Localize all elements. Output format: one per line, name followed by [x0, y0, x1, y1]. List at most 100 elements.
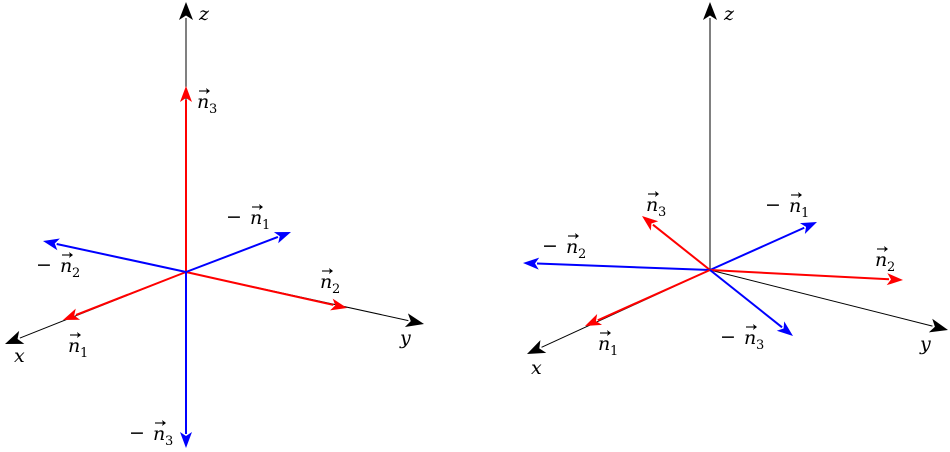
- svg-text:2: 2: [887, 260, 895, 275]
- svg-text:z: z: [723, 3, 735, 25]
- axis-label-x: x: [14, 345, 25, 367]
- n2-vector: [185, 271, 347, 311]
- svg-text:3: 3: [658, 205, 666, 220]
- vector-arrow-icon: [77, 332, 81, 338]
- minus-sign: −: [129, 422, 145, 444]
- neg-n3-vector-arrowhead-icon: [180, 432, 192, 448]
- axis-label-z: z: [723, 3, 735, 25]
- svg-text:n: n: [744, 327, 756, 349]
- vector-arrow-icon: [575, 233, 579, 239]
- axis-label-y: y: [399, 327, 411, 349]
- n3-vector-arrowhead-icon: [642, 216, 659, 231]
- axis-x-arrowhead-icon: [5, 330, 25, 344]
- svg-text:1: 1: [801, 206, 809, 221]
- neg-n3-vector: [709, 269, 793, 336]
- axis-label-y: y: [919, 333, 931, 355]
- minus-sign: −: [226, 206, 242, 228]
- neg-n1-vector: [709, 222, 817, 271]
- axis-y-arrowhead-icon: [404, 313, 424, 327]
- vector-arrow-icon: [162, 420, 166, 426]
- neg-n2-vector-arrowhead-icon: [43, 238, 60, 251]
- svg-text:2: 2: [72, 266, 80, 281]
- n2-vector-arrowhead-icon: [330, 298, 347, 311]
- svg-text:n: n: [153, 423, 165, 445]
- neg-n1-vector-arrowhead-icon: [799, 222, 817, 235]
- axis-z-arrowhead-icon: [703, 2, 717, 20]
- svg-text:1: 1: [610, 344, 618, 359]
- vector-arrow-icon: [753, 324, 757, 330]
- minus-sign: −: [720, 326, 736, 348]
- axis-y-arrowhead-icon: [928, 318, 948, 333]
- n3-vector-arrowhead-icon: [180, 86, 192, 102]
- axis-y: [709, 269, 948, 333]
- neg-n2-vector: [43, 238, 187, 273]
- svg-text:2: 2: [578, 247, 586, 262]
- n3-vector: [642, 216, 711, 271]
- axis-z-arrowhead-icon: [179, 2, 193, 20]
- axis-z: [703, 2, 717, 270]
- n1-vector-arrowhead-icon: [585, 313, 603, 326]
- svg-text:y: y: [919, 333, 931, 355]
- neg-n3-vector: [180, 272, 192, 448]
- n3-vector: [180, 86, 192, 272]
- vector-arrow-icon: [259, 204, 263, 210]
- n2-vector-arrowhead-icon: [886, 273, 903, 286]
- svg-text:n: n: [789, 195, 801, 217]
- minus-sign: −: [36, 254, 52, 276]
- neg-n2-vector: [523, 257, 711, 271]
- svg-text:n: n: [197, 91, 209, 113]
- svg-text:3: 3: [209, 102, 217, 117]
- svg-text:2: 2: [332, 282, 340, 297]
- vector-arrow-icon: [607, 330, 611, 336]
- minus-sign: −: [765, 194, 781, 216]
- neg-n1-vector: [185, 232, 291, 273]
- svg-text:1: 1: [262, 218, 270, 233]
- neg-n3-vector-arrowhead-icon: [776, 321, 793, 336]
- vector-arrow-icon: [69, 252, 73, 258]
- axis-label-z: z: [198, 3, 210, 25]
- svg-text:y: y: [399, 327, 411, 349]
- vector-arrow-icon: [206, 88, 210, 94]
- svg-text:z: z: [198, 3, 210, 25]
- n1-vector: [585, 269, 711, 326]
- n1-vector-arrowhead-icon: [63, 308, 81, 320]
- axis-x-arrowhead-icon: [527, 340, 547, 354]
- svg-text:n: n: [598, 333, 610, 355]
- neg-n2-vector-arrowhead-icon: [523, 257, 540, 270]
- svg-text:x: x: [14, 345, 25, 367]
- svg-text:n: n: [875, 249, 887, 271]
- n2-vector: [709, 269, 903, 286]
- svg-text:n: n: [566, 236, 578, 258]
- svg-text:3: 3: [756, 338, 764, 353]
- neg-n1-vector-arrowhead-icon: [273, 232, 291, 244]
- vector-arrow-icon: [655, 191, 659, 197]
- vector-arrow-icon: [884, 246, 888, 252]
- vector-arrow-icon: [329, 268, 333, 274]
- svg-text:3: 3: [165, 434, 173, 449]
- n1-vector: [63, 271, 187, 320]
- svg-text:1: 1: [80, 346, 88, 361]
- axis-label-x: x: [531, 357, 542, 379]
- svg-text:x: x: [531, 357, 542, 379]
- minus-sign: −: [542, 235, 558, 257]
- svg-text:n: n: [60, 255, 72, 277]
- svg-text:n: n: [646, 194, 658, 216]
- svg-text:n: n: [68, 335, 80, 357]
- svg-text:n: n: [320, 271, 332, 293]
- vector-arrow-icon: [798, 192, 802, 198]
